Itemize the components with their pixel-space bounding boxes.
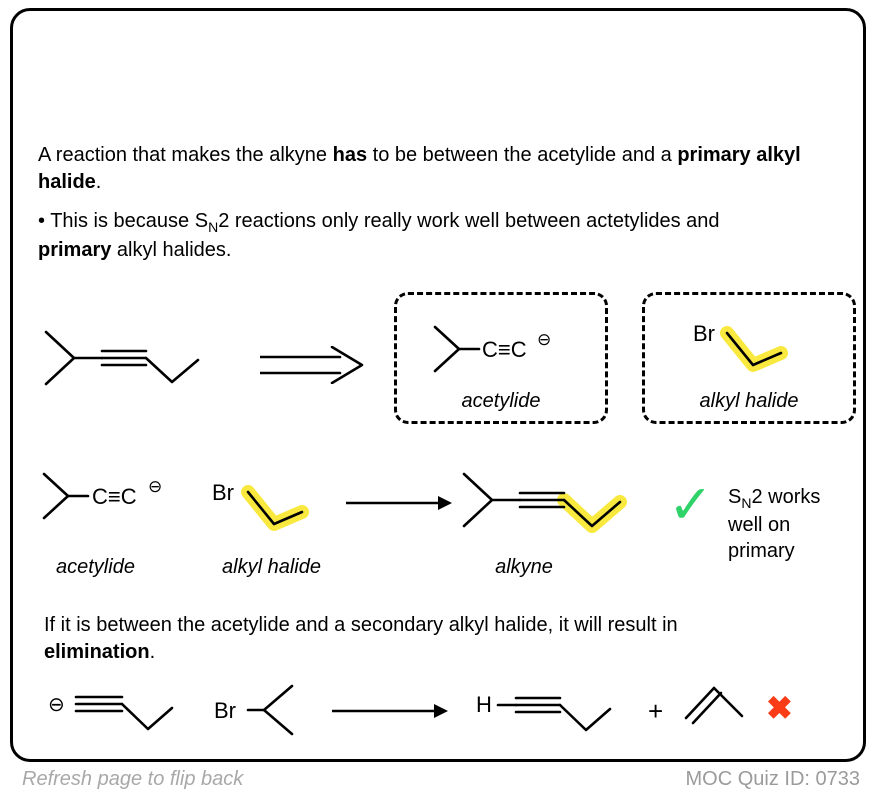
alkyl-halide-label: alkyl halide — [222, 556, 321, 578]
text-run: S — [728, 486, 742, 508]
isopropyl-arms — [462, 472, 494, 528]
checkmark-icon: ✓ — [668, 475, 714, 535]
methyl-arm-up — [262, 684, 294, 712]
arrow-head — [438, 496, 452, 510]
bold-run: primary — [38, 238, 112, 261]
plus-sign: + — [648, 696, 664, 726]
structure-target-alkyne — [44, 330, 200, 386]
bold-run: elimination — [44, 641, 150, 663]
alkyne-label: alkyne — [495, 556, 553, 578]
acetylide-box: C≡C ⊖ acetylide — [394, 292, 608, 424]
yellow-highlight — [557, 493, 627, 533]
isopropyl-arms — [44, 330, 76, 386]
ethyl-zigzag — [725, 331, 783, 367]
acetylide-label: acetylide — [56, 556, 135, 578]
h-atom: H — [476, 692, 492, 717]
text-run: 2 works well on primary — [728, 486, 821, 563]
text-run: to be between the acetylide and a — [367, 144, 678, 166]
double-bond-line-2 — [691, 691, 723, 725]
structure-acetylide-1: C≡C ⊖ — [433, 325, 551, 373]
structure-alkyl-halide-2: Br — [212, 480, 309, 531]
bullet-paragraph: • This is because SN2 reactions only rea… — [38, 208, 798, 264]
arrow-head — [330, 346, 364, 384]
methyl-arm-down — [262, 708, 294, 736]
ethyl-zigzag — [120, 702, 174, 731]
footer-refresh-text: Refresh page to flip back — [22, 768, 244, 790]
secondary-paragraph: If it is between the acetylide and a sec… — [44, 612, 692, 666]
structure-acetylide-anion: ⊖ — [48, 694, 174, 731]
br-atom: Br — [214, 698, 236, 723]
reaction-arrow-1 — [346, 496, 452, 510]
arrow-shaft — [260, 355, 342, 375]
text-run: A reaction that makes the alkyne — [38, 144, 333, 166]
triple-bond — [518, 491, 566, 509]
double-bond-line-1 — [684, 686, 716, 720]
triple-bond — [100, 349, 148, 367]
alkyl-halide-label: alkyl halide — [699, 390, 799, 412]
retrosynthesis-arrow — [260, 346, 364, 384]
subscript-n: N — [741, 495, 752, 511]
br-atom: Br — [693, 321, 715, 346]
ethyl-zigzag — [558, 703, 612, 732]
text-run: . — [149, 641, 156, 663]
structure-product-alkyne — [462, 472, 627, 533]
text-run: If it is between the acetylide and a sec… — [44, 614, 678, 636]
yellow-highlight — [720, 326, 788, 372]
sn2-note: SN2 works well on primary — [728, 484, 856, 564]
methyl-bond — [712, 686, 744, 718]
cc-triple-text: C≡C — [92, 484, 137, 509]
text-run: 2 reactions only really work well betwee… — [218, 210, 720, 232]
footer-quiz-id: MOC Quiz ID: 0733 — [685, 768, 860, 790]
br-atom: Br — [212, 480, 234, 505]
negative-charge-icon: ⊖ — [148, 477, 162, 496]
text-run: • This is because S — [38, 210, 209, 232]
cross-icon: ✖ — [766, 690, 793, 726]
acetylide-label: acetylide — [461, 390, 541, 412]
negative-charge-icon: ⊖ — [48, 694, 65, 716]
yellow-highlight — [241, 485, 309, 531]
structure-alkyl-halide-1: Br — [693, 321, 788, 372]
arrow-head — [434, 704, 448, 718]
structure-terminal-alkyne: H — [476, 692, 612, 732]
reaction-arrow-2 — [332, 704, 448, 718]
triple-bond — [514, 696, 562, 714]
ethyl-zigzag — [246, 490, 304, 526]
negative-charge-icon: ⊖ — [537, 330, 551, 349]
ethyl-zigzag — [144, 356, 200, 384]
structure-propene — [684, 686, 744, 725]
intro-paragraph: A reaction that makes the alkyne has to … — [38, 142, 828, 196]
triple-bond — [74, 695, 124, 713]
structure-secondary-halide: Br — [214, 684, 294, 736]
cc-triple-text: C≡C — [482, 337, 527, 362]
bold-run: primary alkyl halide — [38, 144, 801, 193]
text-run: alkyl halides. — [111, 238, 232, 261]
subscript-n: N — [208, 219, 219, 235]
structure-acetylide-2: C≡C ⊖ — [42, 472, 162, 520]
alkyl-halide-box: Br alkyl halide — [642, 292, 856, 424]
ethyl-zigzag — [562, 498, 622, 528]
text-run: . — [95, 171, 102, 193]
bold-run: has — [332, 144, 368, 166]
isopropyl-arms — [433, 325, 461, 373]
isopropyl-arms — [42, 472, 70, 520]
